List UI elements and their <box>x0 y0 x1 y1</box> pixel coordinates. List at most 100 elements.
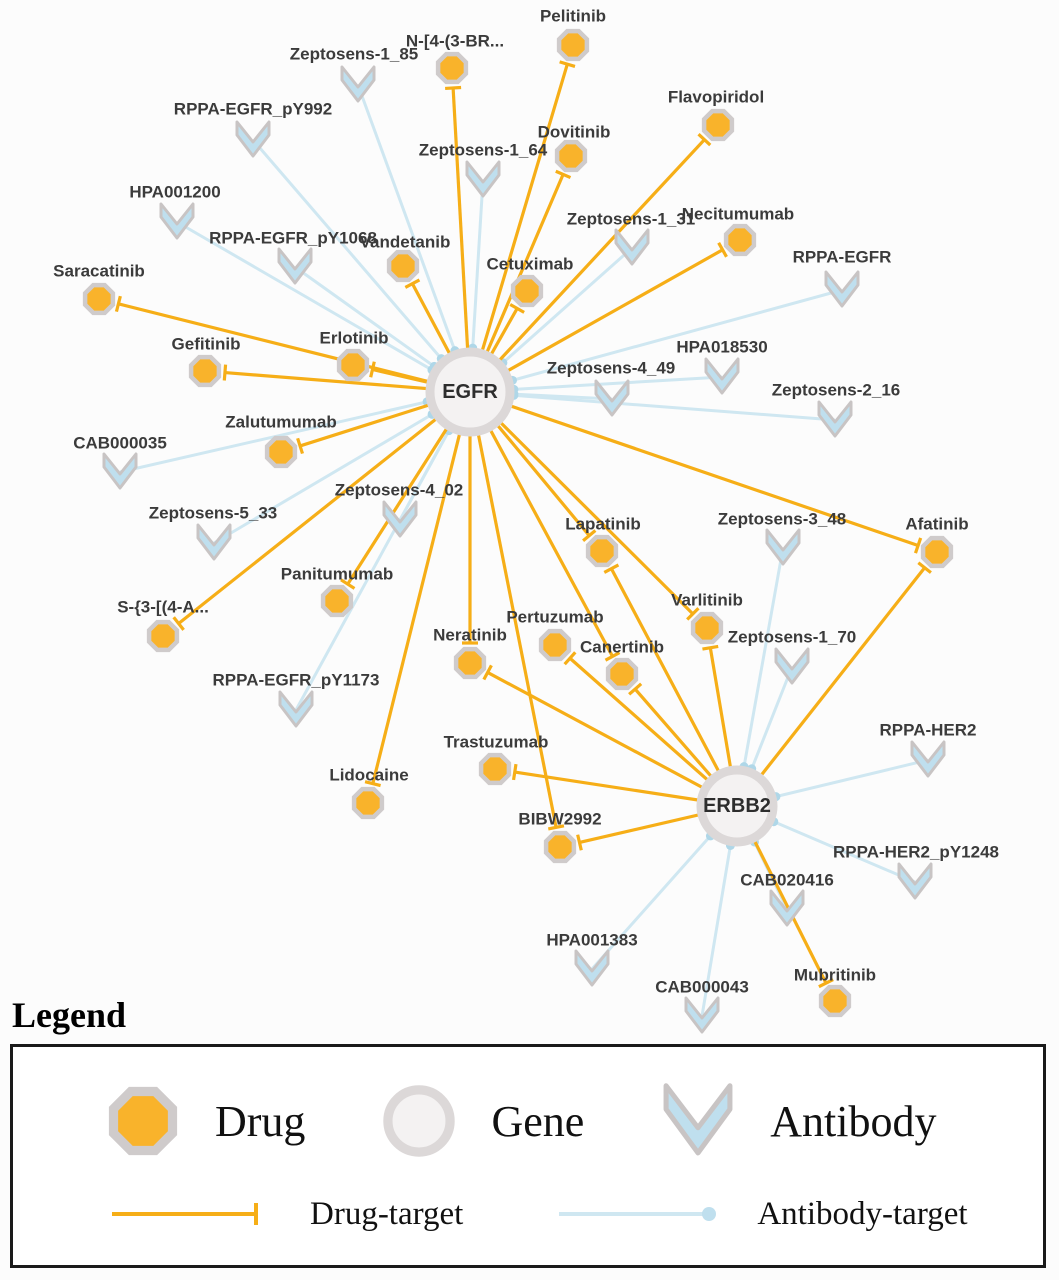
antibody-label-rppaegfr: RPPA-EGFR <box>793 248 892 267</box>
drug-target-edge <box>486 671 738 808</box>
antibody-node-py1068[interactable] <box>277 247 313 285</box>
drug-node-flavopiridol[interactable] <box>701 108 735 142</box>
drug-node-dovitinib[interactable] <box>554 139 588 173</box>
drug-target-tbar <box>913 537 923 554</box>
drug-node-cetuximab[interactable] <box>510 274 544 308</box>
antibody-label-py992: RPPA-EGFR_pY992 <box>174 100 332 119</box>
drug-target-edge <box>469 390 919 548</box>
antibody-node-py992[interactable] <box>235 120 271 158</box>
drug-node-vandetanib[interactable] <box>386 249 420 283</box>
antibody-label-z348: Zeptosens-3_48 <box>718 510 847 529</box>
drug-target-tbar <box>604 651 621 662</box>
legend-item-drug-target: Drug-target <box>108 1196 463 1233</box>
drug-target-tbar <box>576 834 583 851</box>
drug-target-tbar <box>222 364 228 381</box>
drug-target-tbar <box>917 561 932 574</box>
legend-item-antibody-target: Antibody-target <box>555 1196 968 1233</box>
drug-target-tbar <box>482 664 493 681</box>
drug-node-panitumumab[interactable] <box>320 584 354 618</box>
drug-node-pelitinib[interactable] <box>556 28 590 62</box>
antibody-node-z185[interactable] <box>340 65 376 103</box>
drug-label-gefitinib: Gefitinib <box>172 335 241 354</box>
antibody-node-hpa001200[interactable] <box>159 202 195 240</box>
drug-label-lidocaine: Lidocaine <box>329 766 408 785</box>
drug-octagon-icon <box>108 1087 178 1156</box>
drug-node-bibw2992[interactable] <box>543 830 577 864</box>
drug-node-nbr[interactable] <box>435 51 469 85</box>
drug-label-pelitinib: Pelitinib <box>540 7 606 26</box>
drug-node-gefitinib[interactable] <box>188 354 222 388</box>
antibody-node-z449[interactable] <box>594 379 630 417</box>
drug-node-lapatinib[interactable] <box>585 534 619 568</box>
antibody-target-edge <box>356 84 472 393</box>
antibody-label-z185: Zeptosens-1_85 <box>290 45 419 64</box>
drug-label-cetuximab: Cetuximab <box>487 255 574 274</box>
antibody-label-hpa001383: HPA001383 <box>546 931 637 950</box>
legend-item-drug: Drug <box>101 1079 305 1163</box>
drug-node-neratinib[interactable] <box>453 646 487 680</box>
antibody-node-cab000043[interactable] <box>684 996 720 1034</box>
drug-label-lapatinib: Lapatinib <box>565 515 641 534</box>
drug-node-mubritinib[interactable] <box>818 984 852 1018</box>
antibody-node-z533[interactable] <box>196 523 232 561</box>
drug-node-afatinib[interactable] <box>920 535 954 569</box>
drug-label-mubritinib: Mubritinib <box>794 966 876 985</box>
antibody-target-edge <box>119 390 471 474</box>
drug-node-pertuzumab[interactable] <box>538 628 572 662</box>
drug-target-edge <box>735 566 926 807</box>
drug-target-edge <box>468 63 569 393</box>
gene-node-ERBB2[interactable] <box>696 765 778 847</box>
antibody-label-hpa001200: HPA001200 <box>129 183 220 202</box>
antibody-target-edge <box>469 288 843 394</box>
drug-node-saracatinib[interactable] <box>82 282 116 316</box>
drug-target-tbar <box>404 278 421 289</box>
drug-target-tbar <box>296 437 305 455</box>
legend-box: Drug Gene Antibody Dru <box>10 1044 1046 1268</box>
network-canvas: EGFRERBB2PelitinibN-[4-(3-BR...Dovitinib… <box>53 7 999 1034</box>
antibody-node-rppaher2[interactable] <box>910 740 946 778</box>
drug-label-flavopiridol: Flavopiridol <box>668 88 764 107</box>
antibody-node-py1173[interactable] <box>278 690 314 728</box>
drug-node-zalutumumab[interactable] <box>264 435 298 469</box>
drug-node-erlotinib[interactable] <box>336 348 370 382</box>
antibody-node-hpa001383[interactable] <box>574 949 610 987</box>
drug-node-lidocaine[interactable] <box>351 786 385 820</box>
drug-label-trastuzumab: Trastuzumab <box>444 733 549 752</box>
drug-label-vandetanib: Vandetanib <box>360 233 451 252</box>
drug-target-tbar <box>340 578 356 590</box>
antibody-node-z216[interactable] <box>817 400 853 438</box>
drug-node-necitumumab[interactable] <box>723 223 757 257</box>
antibody-node-z164[interactable] <box>465 160 501 198</box>
antibody-node-z170[interactable] <box>774 647 810 685</box>
antibody-node-cab000035[interactable] <box>102 452 138 490</box>
antibody-label-hpa018530: HPA018530 <box>676 338 767 357</box>
drug-label-panitumumab: Panitumumab <box>281 565 393 584</box>
antibody-label-z164: Zeptosens-1_64 <box>419 141 548 160</box>
antibody-label-rppaher2: RPPA-HER2 <box>880 721 977 740</box>
drug-target-edge <box>468 391 558 828</box>
drug-node-varlitinib[interactable] <box>690 611 724 645</box>
drug-node-s3a[interactable] <box>146 619 180 653</box>
drug-target-tbar <box>686 607 700 621</box>
antibody-node-cab020416[interactable] <box>769 889 805 927</box>
drug-label-erlotinib: Erlotinib <box>320 329 389 348</box>
drug-target-tbar <box>582 529 597 542</box>
antibody-node-z131[interactable] <box>614 228 650 266</box>
gene-node-EGFR[interactable] <box>425 347 515 437</box>
antibody-target-edge <box>251 139 472 393</box>
legend-node-row: Drug Gene Antibody <box>13 1079 1043 1163</box>
drug-node-canertinib[interactable] <box>605 657 639 691</box>
antibody-node-hpa018530[interactable] <box>704 357 740 395</box>
drug-target-tbar <box>628 682 643 696</box>
drug-target-edge <box>451 87 472 393</box>
antibody-target-edge-icon <box>559 1207 717 1222</box>
drug-target-edge <box>609 567 739 807</box>
drug-node-trastuzumab[interactable] <box>478 752 512 786</box>
gene-label-ERBB2: ERBB2 <box>703 795 771 817</box>
drug-target-edge <box>468 391 614 658</box>
antibody-node-z348[interactable] <box>765 528 801 566</box>
antibody-node-z402[interactable] <box>382 500 418 538</box>
legend-item-gene: Gene <box>377 1079 584 1163</box>
antibody-node-py1248[interactable] <box>897 862 933 900</box>
antibody-node-rppaegfr[interactable] <box>824 270 860 308</box>
